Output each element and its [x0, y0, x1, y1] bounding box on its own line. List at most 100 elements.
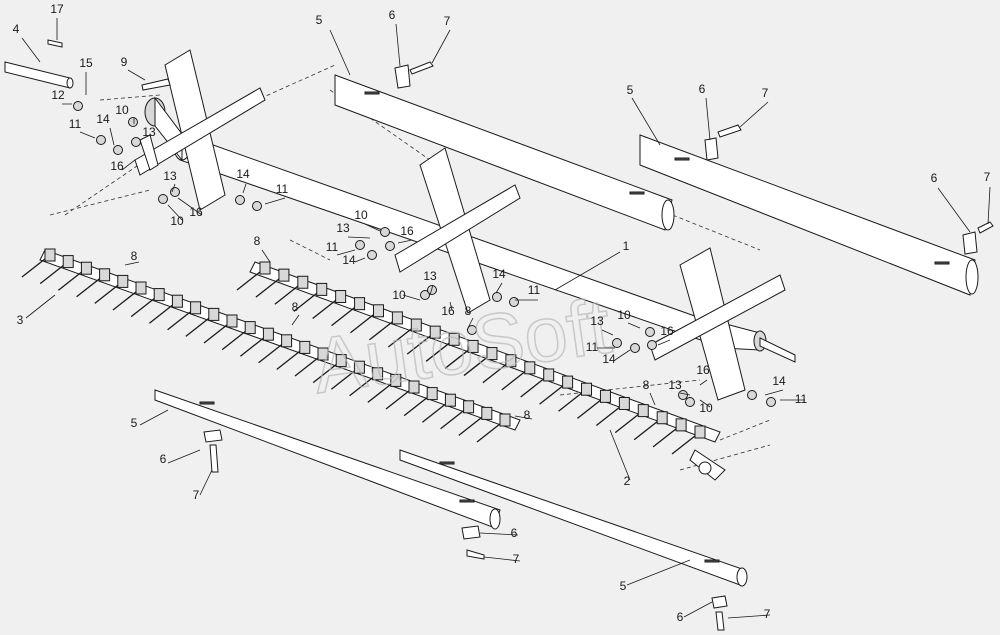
- callout-label: 14: [602, 352, 616, 366]
- tine-shaft-lower: [21, 248, 521, 443]
- tine-collar: [62, 255, 74, 269]
- nut-washer: [128, 117, 138, 127]
- callout-label: 9: [121, 55, 128, 69]
- tine-collar: [637, 404, 649, 418]
- tine-collar: [335, 354, 347, 368]
- nut-washer: [747, 390, 757, 400]
- nut-washer: [96, 135, 106, 145]
- nut-washer: [420, 290, 430, 300]
- callout-label: 13: [163, 169, 177, 183]
- callout-label: 10: [617, 308, 631, 322]
- nut-washer: [367, 250, 377, 260]
- tine-collar: [390, 373, 402, 387]
- tine-collar: [262, 327, 274, 341]
- top-strip-right: [639, 124, 994, 296]
- tine-collar: [505, 354, 517, 368]
- tine-collar: [444, 393, 456, 407]
- callout-label: 1: [623, 239, 630, 253]
- callout-label: 8: [524, 408, 531, 422]
- tine-collar: [408, 380, 420, 394]
- nut-washer: [427, 285, 437, 295]
- callout-label: 7: [193, 488, 200, 502]
- callout-label: 8: [643, 378, 650, 392]
- callout-label: 13: [668, 378, 682, 392]
- callout-label: 13: [142, 125, 156, 139]
- nut-washer: [73, 101, 83, 111]
- tine-collar: [281, 334, 293, 348]
- tine-collar: [317, 347, 329, 361]
- callout-label: 8: [292, 300, 299, 314]
- callout-label: 7: [762, 86, 769, 100]
- leader-lines: [21, 18, 991, 619]
- tine-collar: [44, 248, 56, 262]
- tine-collar: [481, 406, 493, 420]
- nut-washer: [131, 137, 141, 147]
- callout-label: 11: [69, 117, 82, 131]
- callout-label: 16: [400, 224, 414, 238]
- callout-label: 14: [236, 167, 250, 181]
- callout-label: 10: [392, 288, 406, 302]
- tine-collar: [353, 360, 365, 374]
- bottom-strip-right: [399, 449, 748, 631]
- tine-collar: [675, 418, 687, 432]
- callout-label: 7: [444, 14, 451, 28]
- callout-label: 14: [492, 267, 506, 281]
- callout-label: 5: [620, 579, 627, 593]
- callout-label: 11: [528, 283, 541, 297]
- callout-label: 14: [772, 374, 786, 388]
- nut-washer: [467, 325, 477, 335]
- callout-label: 14: [342, 253, 356, 267]
- callout-label: 14: [96, 112, 110, 126]
- callout-label: 13: [423, 269, 437, 283]
- tine-collar: [208, 307, 220, 321]
- callout-label: 8: [465, 304, 472, 318]
- tine-collar: [410, 318, 422, 332]
- nut-washer: [113, 145, 123, 155]
- tine-collar: [316, 282, 328, 296]
- tine-collar: [135, 281, 147, 295]
- callout-label: 16: [110, 159, 124, 173]
- tine-collar: [599, 389, 611, 403]
- tine-collar: [153, 288, 165, 302]
- callout-label: 6: [699, 82, 706, 96]
- callout-label: 16: [441, 304, 455, 318]
- callout-label: 2: [624, 474, 631, 488]
- callout-label: 5: [131, 416, 138, 430]
- callout-label: 11: [586, 340, 599, 354]
- tine-collar: [499, 413, 511, 427]
- callout-label: 3: [17, 313, 24, 327]
- callout-label: 16: [696, 363, 710, 377]
- left-bracket: [134, 49, 266, 211]
- callout-label: 12: [51, 88, 65, 102]
- callout-label: 16: [189, 205, 203, 219]
- pin-shaft: [4, 39, 171, 91]
- tine-collar: [448, 332, 460, 346]
- callout-label: 7: [513, 552, 520, 566]
- tine-collar: [656, 411, 668, 425]
- callout-label: 8: [131, 249, 138, 263]
- callout-label: 11: [276, 182, 289, 196]
- callout-label: 6: [389, 8, 396, 22]
- callout-label: 15: [79, 56, 93, 70]
- tine-collar: [618, 396, 630, 410]
- tine-collar: [581, 382, 593, 396]
- nut-washer: [492, 292, 502, 302]
- callout-label: 10: [699, 401, 713, 415]
- nut-washer: [170, 187, 180, 197]
- callout-label: 6: [931, 171, 938, 185]
- tine-collar: [190, 301, 202, 315]
- right-bracket: [649, 247, 786, 401]
- tine-collar: [80, 261, 92, 275]
- tine-collar: [299, 340, 311, 354]
- tine-collar: [117, 274, 129, 288]
- callout-label: 11: [795, 392, 808, 406]
- tine-collar: [372, 304, 384, 318]
- tine-collar: [171, 294, 183, 308]
- tine-collar: [278, 268, 290, 282]
- callout-label: 10: [115, 103, 129, 117]
- nut-washer: [685, 397, 695, 407]
- nut-washer: [612, 338, 622, 348]
- tine-collar: [562, 375, 574, 389]
